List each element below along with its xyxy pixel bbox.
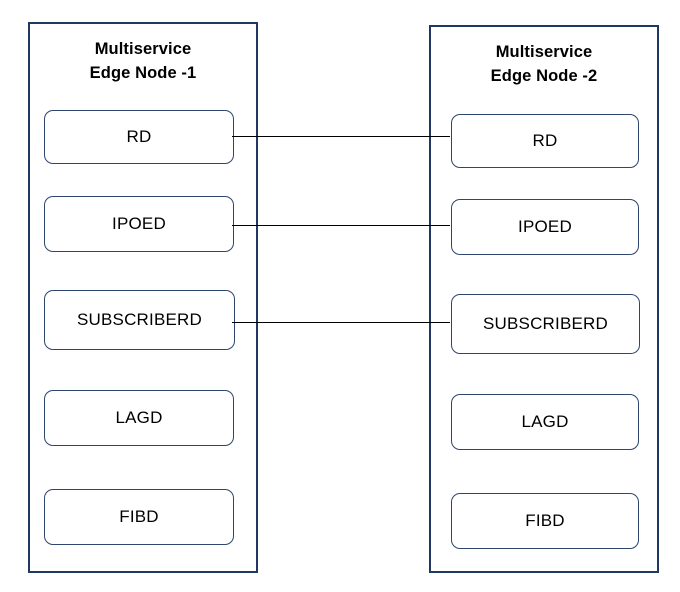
node-1-service-lagd-label: LAGD [115, 408, 163, 427]
multiservice-edge-node-2-container: Multiservice Edge Node -2 RD IPOED SUBSC… [429, 25, 659, 573]
connector-subscriberd-to-subscriberd [232, 322, 450, 323]
node-2-service-lagd[interactable]: LAGD [451, 394, 639, 450]
connector-ipoed-to-ipoed [232, 225, 450, 226]
multiservice-edge-node-1-container: Multiservice Edge Node -1 RD IPOED SUBSC… [28, 22, 258, 573]
node-1-service-subscriberd-label: SUBSCRIBERD [76, 310, 202, 329]
node-1-service-ipoed[interactable]: IPOED [44, 196, 234, 252]
node-2-service-rd-label: RD [532, 131, 558, 150]
node-2-service-subscriberd[interactable]: SUBSCRIBERD [451, 294, 640, 354]
node-1-service-lagd[interactable]: LAGD [44, 390, 234, 446]
node-2-service-lagd-label: LAGD [521, 412, 569, 431]
node-2-title: Multiservice Edge Node -2 [490, 43, 598, 85]
node-2-service-ipoed[interactable]: IPOED [451, 199, 639, 255]
node-1-service-subscriberd[interactable]: SUBSCRIBERD [44, 290, 235, 350]
node-1-service-rd-label: RD [126, 127, 152, 146]
node-2-service-subscriberd-label: SUBSCRIBERD [482, 314, 608, 333]
node-2-service-fibd[interactable]: FIBD [451, 493, 639, 549]
node-2-service-ipoed-label: IPOED [518, 217, 572, 236]
node-2-service-fibd-label: FIBD [525, 511, 565, 530]
node-1-service-fibd-label: FIBD [119, 507, 159, 526]
connector-rd-to-rd [232, 136, 450, 137]
node-1-service-rd[interactable]: RD [44, 110, 234, 164]
node-1-service-ipoed-label: IPOED [112, 214, 166, 233]
node-1-title: Multiservice Edge Node -1 [89, 40, 197, 82]
node-2-service-rd[interactable]: RD [451, 114, 639, 168]
node-1-service-fibd[interactable]: FIBD [44, 489, 234, 545]
